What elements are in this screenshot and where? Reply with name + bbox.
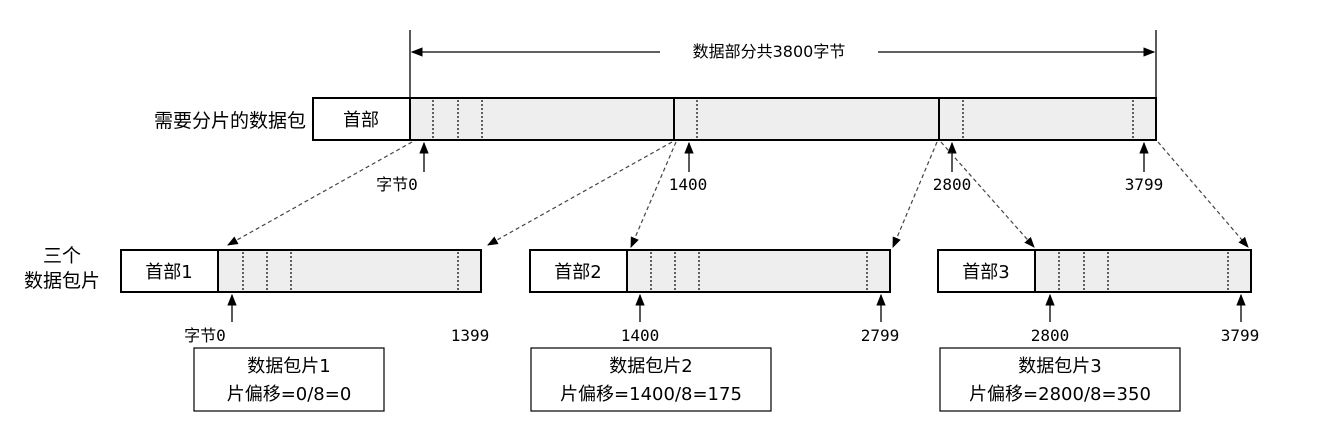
- original-byte-label-3799: 3799: [1125, 175, 1164, 194]
- fragment-1-name: 数据包片1: [247, 356, 330, 377]
- fragment-1-end-label: 1399: [451, 326, 490, 345]
- fragment-2-start-label: 1400: [621, 326, 660, 345]
- original-byte-label-2800: 2800: [933, 175, 972, 194]
- fragment-1-header-box: [120, 249, 219, 293]
- fragment-3-data-box: [1034, 249, 1252, 293]
- fragments-label-line2: 数据包片: [24, 270, 100, 292]
- fragment-2-header-label: 首部2: [554, 262, 601, 283]
- original-data-box: [409, 97, 1157, 141]
- original-packet-label: 需要分片的数据包: [154, 110, 306, 132]
- original-byte-label-0: 字节0: [376, 175, 418, 194]
- fragment-3-info-box: [939, 347, 1181, 412]
- fragment-3-header-label: 首部3: [962, 262, 1009, 283]
- fragment-2-info-box: [530, 347, 772, 412]
- original-header-label: 首部: [343, 110, 379, 131]
- fragment-1-info-box: [193, 347, 385, 412]
- mapping-arrow: [227, 141, 413, 246]
- mapping-arrow: [940, 141, 1035, 248]
- original-header-box: [312, 97, 411, 141]
- fragment-3-offset: 片偏移=2800/8=350: [969, 384, 1151, 405]
- fragment-2-end-label: 2799: [861, 326, 900, 345]
- fragments-label-line1: 三个: [43, 245, 81, 267]
- mapping-arrow: [487, 141, 673, 246]
- mapping-arrow: [630, 141, 677, 248]
- original-byte-label-1400: 1400: [669, 175, 708, 194]
- fragment-2-name: 数据包片2: [609, 356, 692, 377]
- fragment-3-start-label: 2800: [1031, 326, 1070, 345]
- fragment-1-start-label: 字节0: [184, 326, 226, 345]
- fragment-1-offset: 片偏移=0/8=0: [227, 384, 352, 405]
- fragment-2-header-box: [529, 249, 628, 293]
- fragment-2-data-box: [626, 249, 891, 293]
- fragment-3-header-box: [937, 249, 1036, 293]
- mapping-arrow: [1157, 141, 1249, 248]
- fragment-2-offset: 片偏移=1400/8=175: [560, 384, 742, 405]
- fragment-3-name: 数据包片3: [1018, 356, 1101, 377]
- mapping-arrow: [892, 141, 938, 248]
- total-size-label: 数据部分共3800字节: [693, 42, 846, 61]
- fragment-1-header-label: 首部1: [145, 262, 192, 283]
- fragment-1-data-box: [217, 249, 482, 293]
- fragment-3-end-label: 3799: [1221, 326, 1260, 345]
